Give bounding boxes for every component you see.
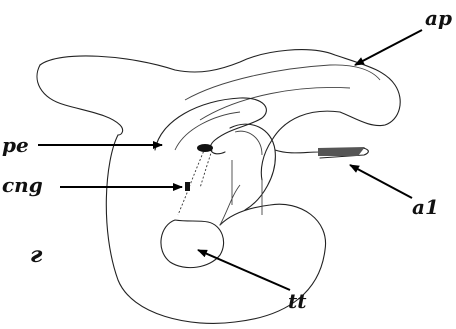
- arrow-a1: [350, 165, 412, 198]
- label-tt: tt: [288, 289, 307, 313]
- tt-lobe: [161, 220, 224, 268]
- a1-filled: [318, 147, 365, 156]
- label-a1: a1: [412, 195, 439, 219]
- central-duct: [178, 148, 205, 215]
- label-cng: cng: [2, 173, 43, 197]
- sheath-ring: [230, 124, 275, 210]
- sheath-inner: [235, 131, 262, 155]
- appendix-outline: [40, 50, 400, 180]
- ganglion-cng: [185, 182, 190, 191]
- arrow-tt: [198, 250, 290, 290]
- arrow-ap: [355, 30, 422, 65]
- label-ap: ap: [425, 6, 452, 30]
- label-panel: г: [30, 242, 43, 268]
- ganglion-upper: [197, 144, 213, 152]
- tt-connector: [220, 185, 240, 225]
- label-pe: pe: [2, 133, 29, 157]
- appendix-lower-edge: [37, 65, 123, 135]
